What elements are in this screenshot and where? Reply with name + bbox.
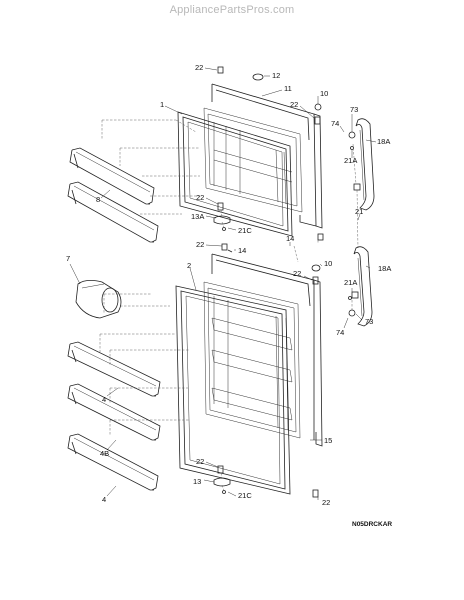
callout-22: 22 bbox=[293, 269, 301, 278]
freezer-ghost-lines bbox=[101, 119, 200, 215]
callout-7: 7 bbox=[66, 254, 70, 263]
callout-11: 11 bbox=[284, 84, 292, 93]
callout-15: 15 bbox=[324, 436, 332, 445]
callout-74: 74 bbox=[331, 119, 339, 128]
lower-handle bbox=[353, 246, 373, 327]
callout-21A: 21A bbox=[344, 278, 357, 287]
door-shelf-1 bbox=[67, 341, 161, 397]
door-shelf-3 bbox=[67, 433, 159, 491]
callout-73: 73 bbox=[350, 105, 358, 114]
callout-21C: 21C bbox=[238, 226, 252, 235]
freezer-gasket bbox=[177, 111, 293, 237]
callout-4: 4 bbox=[102, 495, 106, 504]
callout-22: 22 bbox=[196, 240, 204, 249]
dairy-bin bbox=[75, 280, 122, 319]
callout-12: 12 bbox=[272, 71, 280, 80]
callout-18A: 18A bbox=[378, 264, 391, 273]
callout-22: 22 bbox=[196, 193, 204, 202]
callout-1: 1 bbox=[160, 100, 164, 109]
freezer-door-shelf-lower bbox=[67, 181, 159, 243]
freezer-door-shelf-upper bbox=[69, 147, 155, 205]
callout-21C: 21C bbox=[238, 491, 252, 500]
callout-14: 14 bbox=[286, 234, 294, 243]
callout-22: 22 bbox=[322, 498, 330, 507]
drawing-code: N05DRCKAR bbox=[352, 521, 392, 528]
assembly-lines bbox=[220, 143, 359, 492]
callout-21: 21 bbox=[355, 207, 363, 216]
callout-74: 74 bbox=[336, 328, 344, 337]
callout-22: 22 bbox=[290, 100, 298, 109]
leader-lines bbox=[69, 67, 377, 500]
callout-22: 22 bbox=[196, 457, 204, 466]
callout-10: 10 bbox=[320, 89, 328, 98]
callout-2: 2 bbox=[187, 261, 191, 270]
callout-13A: 13A bbox=[191, 212, 204, 221]
callout-14: 14 bbox=[238, 246, 246, 255]
fresh-food-gasket bbox=[175, 285, 291, 495]
callout-73: 73 bbox=[365, 317, 373, 326]
callout-8: 8 bbox=[96, 195, 100, 204]
callout-4: 4 bbox=[102, 395, 106, 404]
callout-10: 10 bbox=[324, 259, 332, 268]
callout-18A: 18A bbox=[377, 137, 390, 146]
callouts: 22 12 11 1 10 22 73 74 18A 21A 8 22 13A … bbox=[66, 63, 391, 507]
callout-21A: 21A bbox=[344, 156, 357, 165]
callout-13: 13 bbox=[193, 477, 201, 486]
callout-4B: 4B bbox=[100, 449, 109, 458]
fresh-food-ghost-lines bbox=[99, 293, 190, 436]
door-shelf-2 bbox=[67, 383, 161, 441]
hardware bbox=[213, 66, 361, 498]
freezer-door bbox=[203, 83, 323, 229]
watermark: AppliancePartsPros.com bbox=[169, 4, 295, 16]
upper-handle bbox=[355, 118, 375, 211]
fresh-food-door bbox=[203, 253, 323, 447]
callout-22: 22 bbox=[195, 63, 203, 72]
